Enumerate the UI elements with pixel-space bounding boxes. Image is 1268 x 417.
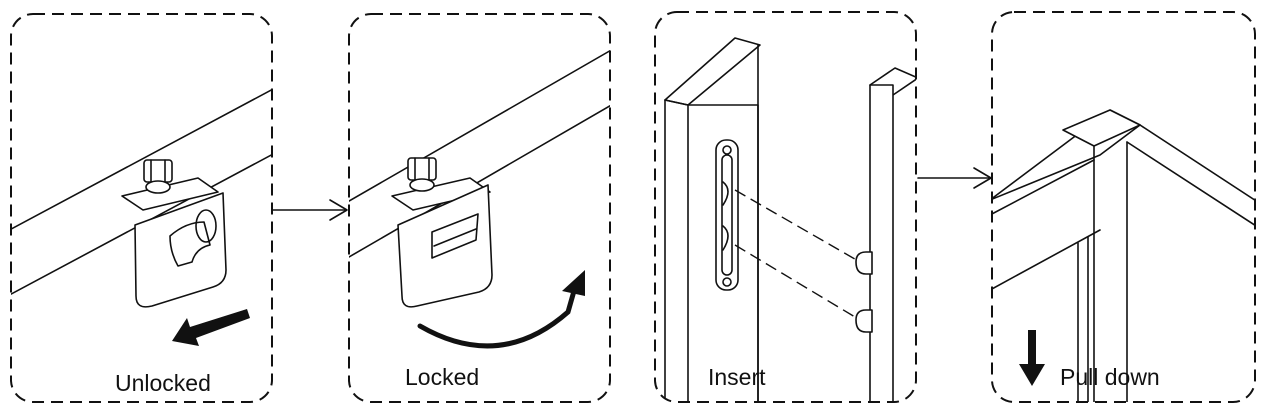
panel-label-pull-down: Pull down	[1060, 364, 1160, 390]
frame-corner	[992, 109, 1255, 402]
right-post	[855, 67, 916, 402]
panel-unlocked: Unlocked	[10, 13, 273, 403]
panel-frame	[10, 13, 273, 403]
panel-insert: Insert	[654, 11, 917, 403]
panel-label-locked: Locked	[405, 364, 479, 390]
arrow-down-icon	[1019, 330, 1045, 386]
panel-label-unlocked: Unlocked	[115, 370, 211, 396]
keyhole-slot	[715, 139, 739, 291]
clamp-locked	[391, 157, 493, 308]
arrow-right-icon	[917, 167, 992, 189]
panel-label-insert: Insert	[708, 364, 766, 390]
insert-guides	[734, 189, 861, 321]
panel-frame	[348, 13, 611, 403]
panel-locked: Locked	[348, 13, 611, 403]
left-post	[664, 37, 761, 402]
panel-pull-down: Pull down	[991, 11, 1256, 403]
curved-arrow-icon	[417, 270, 585, 349]
clamp-unlocked	[121, 159, 227, 308]
panel-frame	[991, 11, 1256, 403]
arrow-right-icon	[271, 199, 348, 221]
panel-frame	[654, 11, 917, 403]
arrow-down-left-icon	[172, 309, 250, 346]
